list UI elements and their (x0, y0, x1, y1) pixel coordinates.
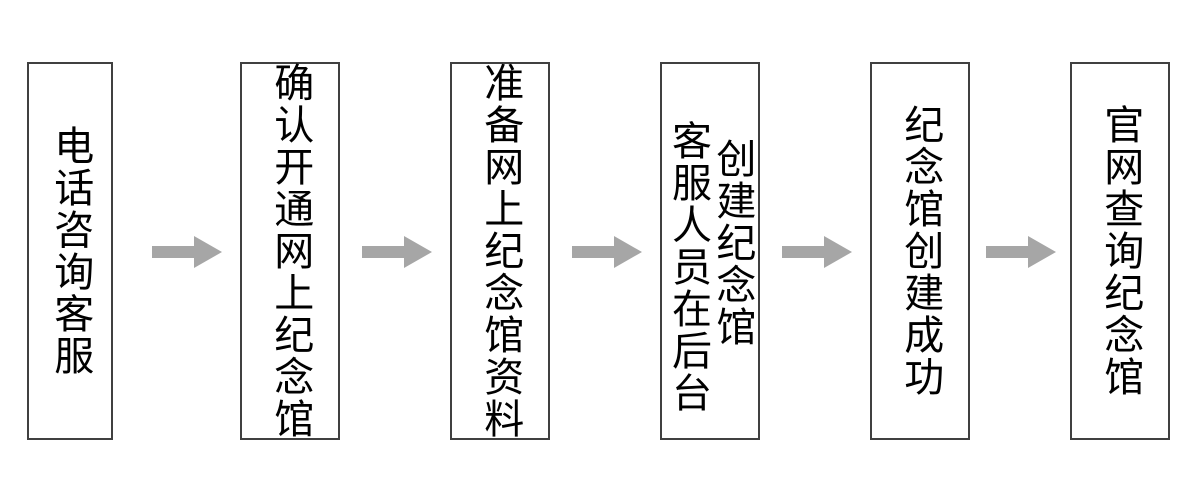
node-3-text-column-1: 准备网上纪念馆资料 (477, 62, 524, 440)
process-node-5[interactable]: 纪念馆创建成功 (870, 62, 970, 440)
flow-arrow-4 (782, 236, 852, 268)
flow-arrow-2 (362, 236, 432, 268)
node-4-text-column-1: 创建纪念馆 (709, 138, 756, 348)
process-node-6[interactable]: 官网查询纪念馆 (1070, 62, 1170, 440)
process-node-1[interactable]: 电话咨询客服 (27, 62, 113, 440)
node-5-text-column-1: 纪念馆创建成功 (897, 104, 944, 398)
process-node-4[interactable]: 创建纪念馆 客服人员在后台 (660, 62, 760, 440)
node-6-text-column-1: 官网查询纪念馆 (1097, 104, 1144, 398)
flow-arrow-3 (572, 236, 642, 268)
flow-arrow-1 (152, 236, 222, 268)
node-4-text-column-2: 客服人员在后台 (665, 120, 711, 414)
node-2-text-column-1: 确认开通网上纪念馆 (267, 62, 314, 440)
node-1-text-column-1: 电话咨询客服 (47, 125, 94, 377)
process-node-3[interactable]: 准备网上纪念馆资料 (450, 62, 550, 440)
flow-arrow-5 (986, 236, 1056, 268)
process-node-2[interactable]: 确认开通网上纪念馆 (240, 62, 340, 440)
